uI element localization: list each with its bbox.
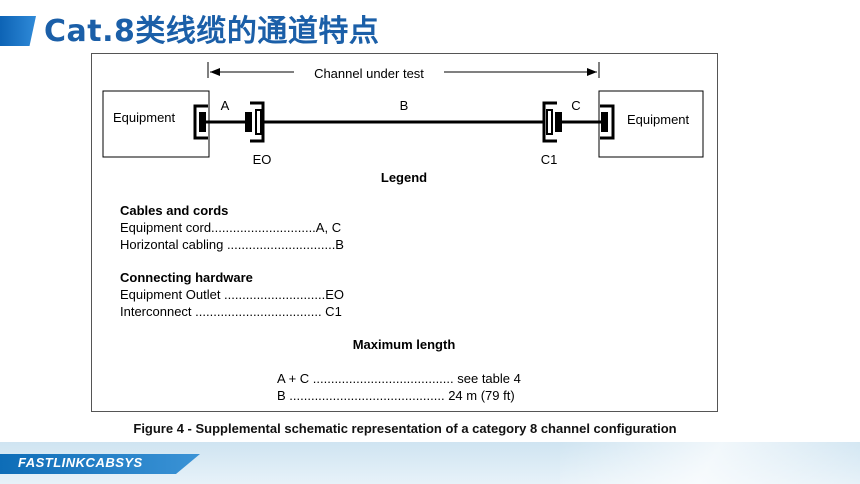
connector-left-plug bbox=[199, 112, 206, 132]
segment-a-label: A bbox=[221, 98, 230, 113]
title-bar: Cat.8类线缆的通道特点 bbox=[0, 12, 860, 52]
equipment-box-left bbox=[102, 90, 210, 158]
max-length-line: A + C ..................................… bbox=[277, 371, 521, 386]
c1-plug bbox=[555, 112, 562, 132]
equipment-label-left: Equipment bbox=[113, 110, 176, 125]
eo-label: EO bbox=[253, 152, 272, 167]
equipment-box-right bbox=[598, 90, 704, 158]
legend-group-heading: Cables and cords bbox=[120, 203, 228, 218]
c1-label: C1 bbox=[541, 152, 558, 167]
connector-right-outer bbox=[600, 104, 615, 140]
legend-line: Equipment Outlet .......................… bbox=[120, 287, 344, 302]
c1-interconnect-inner bbox=[546, 109, 553, 135]
legend-line: Interconnect ...........................… bbox=[120, 304, 342, 319]
equipment-label-right: Equipment bbox=[627, 112, 690, 127]
footer-sheen bbox=[560, 442, 860, 484]
eo-outlet-inner bbox=[255, 109, 262, 135]
channel-arrowhead-right bbox=[587, 68, 597, 76]
legend-line: Horizontal cabling .....................… bbox=[120, 237, 344, 252]
legend-line: Equipment cord..........................… bbox=[120, 220, 341, 235]
footer-strip bbox=[0, 454, 200, 474]
eo-plug bbox=[245, 112, 252, 132]
channel-arrowhead-left bbox=[210, 68, 220, 76]
connector-right-plug bbox=[601, 112, 608, 132]
connector-left-outer bbox=[193, 104, 208, 140]
page-title: Cat.8类线缆的通道特点 bbox=[44, 14, 380, 49]
footer-brand: FASTLINKCABSYS bbox=[18, 455, 143, 470]
channel-label: Channel under test bbox=[314, 66, 424, 81]
max-length-title: Maximum length bbox=[353, 337, 456, 352]
segment-c-label: C bbox=[571, 98, 580, 113]
diagram-frame: Channel under test Equipment Equipment A… bbox=[91, 53, 718, 412]
figure-caption: Figure 4 - Supplemental schematic repres… bbox=[133, 421, 677, 436]
segment-b-label: B bbox=[400, 98, 409, 113]
c1-interconnect bbox=[542, 101, 557, 143]
max-length-line: B ......................................… bbox=[277, 388, 515, 403]
legend-title: Legend bbox=[381, 170, 427, 185]
title-accent-shape bbox=[0, 16, 36, 46]
legend-group-heading: Connecting hardware bbox=[120, 270, 253, 285]
channel-diagram: Channel under test Equipment Equipment A… bbox=[102, 62, 704, 403]
